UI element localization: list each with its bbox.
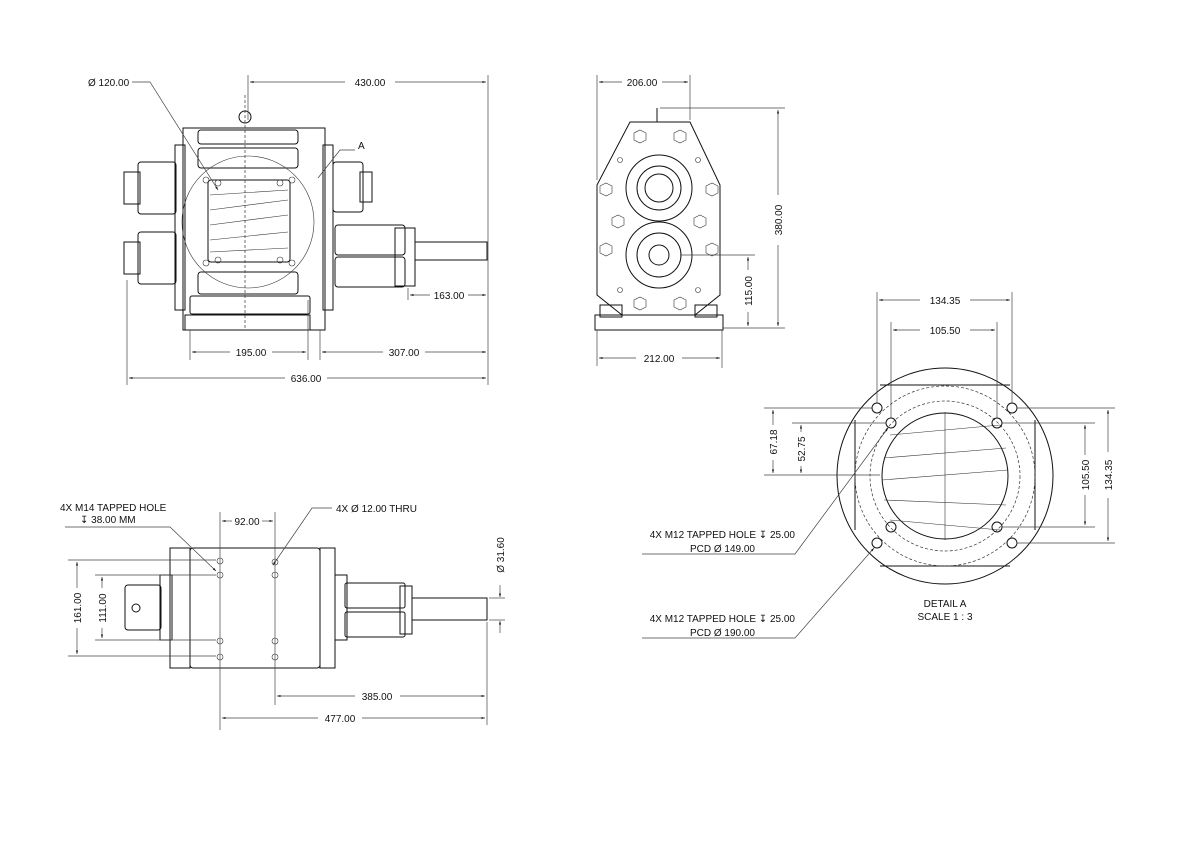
side-housing (596, 121, 721, 316)
dim-206: 206.00 (627, 78, 658, 89)
dim-430: 430.00 (355, 78, 386, 89)
front-view: 430.00 Ø 120.00 A 163.00 195.00 307.00 6… (88, 75, 489, 385)
note-pcd-190-line2: PCD Ø 190.00 (690, 628, 755, 639)
bottom-drive-shaft (411, 597, 488, 621)
note-pcd-149-line1: 4X M12 TAPPED HOLE ↧ 25.00 (650, 530, 796, 541)
detail-title: DETAIL A (924, 599, 967, 610)
inlet-flange (181, 155, 315, 289)
detail-dim-134-v: 134.35 (1104, 459, 1115, 490)
detail-scale: SCALE 1 : 3 (917, 612, 972, 623)
detail-dim-67: 67.18 (769, 429, 780, 454)
detail-a-callout: A (358, 141, 365, 152)
dim-dia-31-6: Ø 31.60 (496, 537, 507, 573)
dim-195: 195.00 (236, 348, 267, 359)
dim-dia-120: Ø 120.00 (88, 78, 130, 89)
dim-161: 161.00 (73, 592, 84, 623)
note-m14-depth: ↧ 38.00 MM (80, 515, 136, 526)
detail-flange-outline (836, 367, 1054, 585)
note-12-thru: 4X Ø 12.00 THRU (336, 504, 417, 515)
side-view: 206.00 380.00 115.00 212.00 (594, 75, 785, 368)
dim-163: 163.00 (434, 291, 465, 302)
dim-636: 636.00 (291, 374, 322, 385)
bottom-body (189, 547, 321, 669)
note-m14-tapped: 4X M14 TAPPED HOLE (60, 503, 167, 514)
rotor-window (207, 179, 291, 263)
detail-dim-105-h: 105.50 (930, 326, 961, 337)
detail-dim-134-h: 134.35 (930, 296, 961, 307)
dim-212: 212.00 (644, 354, 675, 365)
dim-380: 380.00 (774, 204, 785, 235)
detail-a-view: 134.35 105.50 67.18 52.75 105.50 134.35 … (642, 292, 1115, 639)
dim-115: 115.00 (744, 276, 755, 306)
dim-111: 111.00 (98, 593, 109, 623)
dim-92: 92.00 (234, 517, 259, 528)
detail-dim-105-v: 105.50 (1081, 459, 1092, 490)
dim-385: 385.00 (362, 692, 393, 703)
detail-dim-52: 52.75 (797, 436, 808, 461)
dim-307: 307.00 (389, 348, 420, 359)
bottom-view: 4X M14 TAPPED HOLE ↧ 38.00 MM 4X Ø 12.00… (60, 503, 507, 730)
drive-shaft (414, 241, 488, 261)
note-pcd-190-line1: 4X M12 TAPPED HOLE ↧ 25.00 (650, 614, 796, 625)
dim-477: 477.00 (325, 714, 356, 725)
note-pcd-149-line2: PCD Ø 149.00 (690, 544, 755, 555)
